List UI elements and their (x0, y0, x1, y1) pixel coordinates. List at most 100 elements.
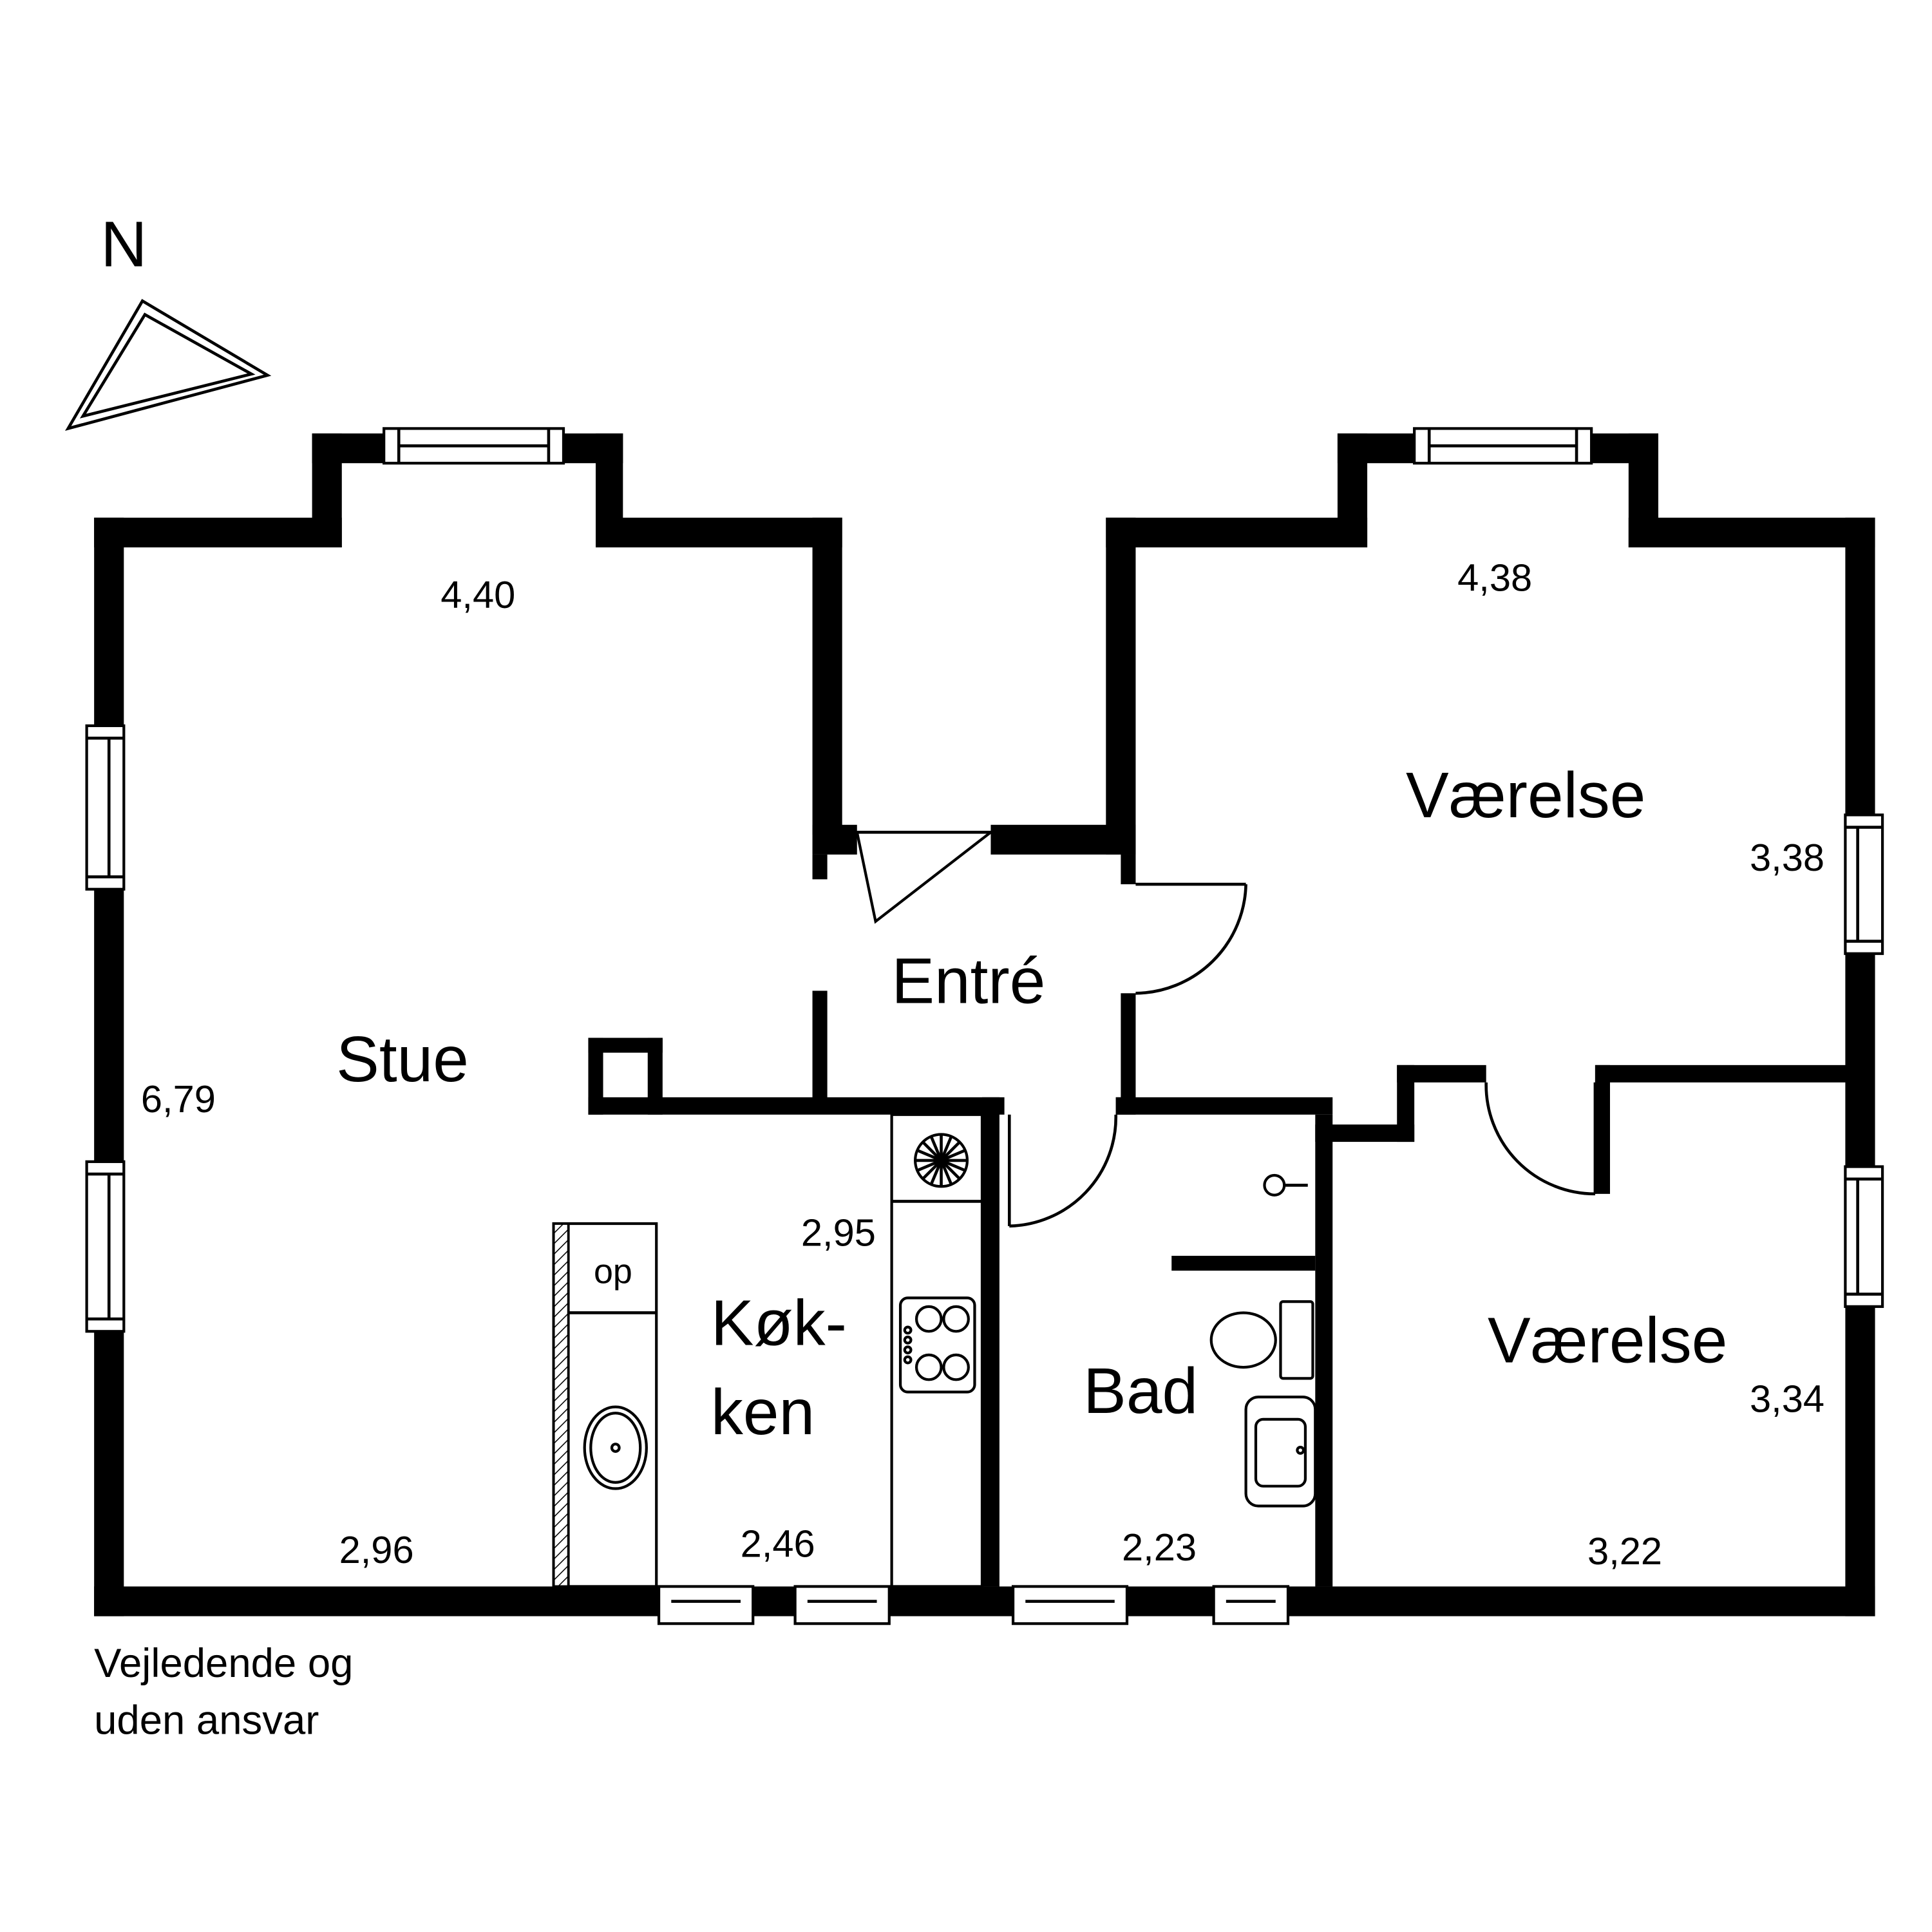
kitchen-fixtures: op (552, 1113, 984, 1588)
wall-segment (812, 854, 828, 880)
disclaimer-line-1: Vejledende og (94, 1641, 353, 1686)
wall-segment (1115, 1097, 1136, 1115)
wall-segment (1171, 1256, 1316, 1271)
wall-segment (94, 889, 124, 1162)
control-knob (903, 1355, 913, 1365)
north-label: N (100, 208, 147, 280)
interior-walls (588, 824, 1861, 1587)
wall-segment (1845, 953, 1875, 1167)
wall-segment (812, 990, 828, 1105)
wall-segment (596, 517, 842, 547)
room-label-vaerelse-1: Værelse (1406, 759, 1645, 831)
control-knob (903, 1335, 913, 1345)
window (1844, 1165, 1884, 1308)
burner (942, 1305, 970, 1333)
dimension-stue-side: 6,79 (141, 1077, 216, 1121)
room-label-koekken-line1: Køk- (711, 1287, 847, 1359)
window (793, 1585, 891, 1625)
wall-segment (647, 1037, 663, 1115)
wall-segment (1106, 517, 1136, 855)
room-label-entre: Entré (891, 945, 1045, 1018)
window (85, 724, 126, 891)
wall-segment (1595, 1065, 1610, 1194)
wall-segment (588, 1037, 603, 1115)
wall-segment (990, 824, 1136, 855)
north-arrow-outer (64, 299, 272, 431)
burner (942, 1353, 970, 1381)
window (1212, 1585, 1290, 1625)
disclaimer-note: Vejledende og uden ansvar (94, 1641, 353, 1743)
north-arrow-inner (79, 312, 256, 419)
north-arrow: N (64, 208, 272, 431)
washbasin-bowl (1254, 1417, 1307, 1488)
door-swing-arc (1135, 884, 1247, 995)
dimension-vaerelse-1-top: 4,38 (1457, 556, 1532, 599)
wall-segment (1288, 1586, 1875, 1616)
wall-segment (1397, 1065, 1486, 1083)
toilet-tank (1279, 1300, 1314, 1380)
stair-label: op (594, 1252, 632, 1291)
wall-segment (812, 517, 842, 835)
front-door-leaf (855, 831, 995, 924)
door-swing-arc (1484, 1082, 1595, 1196)
wall-segment (94, 1331, 124, 1616)
tap (1296, 1446, 1305, 1455)
dimension-koekken-bottom: 2,46 (741, 1522, 815, 1565)
exterior-walls (94, 433, 1875, 1616)
room-label-stue: Stue (336, 1023, 469, 1095)
dimension-koekken-side: 2,95 (801, 1211, 876, 1255)
dimension-stue-bottom: 2,96 (339, 1528, 414, 1571)
window (85, 1160, 126, 1333)
room-label-bad: Bad (1083, 1355, 1198, 1427)
room-label-koekken-line2: ken (711, 1376, 815, 1448)
toilet-bowl (1209, 1311, 1277, 1369)
window (657, 1585, 755, 1625)
window (1011, 1585, 1129, 1625)
stair-hatch (552, 1222, 570, 1588)
dimension-labels: 4,40 6,79 2,96 4,38 3,38 3,34 3,22 2,95 … (141, 556, 1824, 1573)
wall-segment (982, 1097, 999, 1587)
wall-segment (1121, 854, 1136, 885)
wall-segment (588, 1097, 1005, 1115)
room-labels: Stue Entré Værelse Værelse Køk- ken Bad (336, 759, 1727, 1448)
dimension-bad-bottom: 2,23 (1122, 1526, 1197, 1569)
bathroom-fixtures (1209, 1173, 1317, 1508)
floor-drain (1263, 1173, 1286, 1197)
wall-segment (1628, 517, 1875, 547)
dimension-vaerelse-1-side: 3,38 (1750, 836, 1824, 879)
doors (855, 831, 1597, 1228)
wall-segment (1121, 993, 1136, 1112)
wall-segment (1337, 433, 1415, 464)
wall-segment (1845, 517, 1875, 815)
burner (914, 1353, 943, 1381)
control-knob (903, 1325, 913, 1335)
window (1844, 813, 1884, 955)
wall-segment (1315, 1114, 1333, 1587)
wall-segment (812, 824, 857, 855)
wall-segment (753, 1586, 795, 1616)
dimension-vaerelse-2-side: 3,34 (1750, 1377, 1824, 1420)
dimension-stue-top: 4,40 (440, 573, 515, 616)
windows (85, 427, 1884, 1625)
dimension-vaerelse-2-bottom: 3,22 (1587, 1530, 1662, 1573)
wall-segment (94, 1586, 659, 1616)
fan-blades (915, 1134, 967, 1187)
burner (914, 1305, 943, 1333)
wall-segment (1106, 517, 1368, 547)
wall-segment (94, 517, 342, 547)
wall-segment (1127, 1586, 1214, 1616)
wall-segment (94, 517, 124, 726)
room-label-vaerelse-2: Værelse (1488, 1304, 1727, 1376)
wall-segment (1115, 1097, 1333, 1115)
door-swing-arc (1009, 1114, 1118, 1228)
wall-segment (312, 433, 384, 464)
control-knob (903, 1345, 913, 1355)
wall-segment (1845, 1306, 1875, 1616)
stair-unit (552, 1222, 658, 1588)
disclaimer-line-2: uden ansvar (94, 1698, 319, 1743)
wall-segment (889, 1586, 1014, 1616)
wall-segment (588, 1037, 663, 1053)
sink-drain (610, 1443, 621, 1453)
wall-segment (1595, 1065, 1861, 1083)
